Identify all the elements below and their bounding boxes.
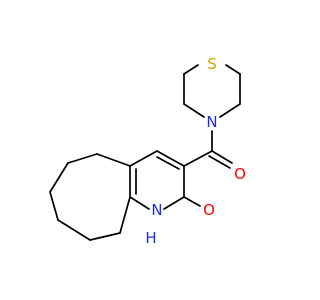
- ring-nitrogen-label: N: [206, 113, 217, 131]
- molecule-canvas: S N O H N O: [49, 55, 246, 247]
- bond-carbonyl-double-1: [211, 150, 233, 164]
- bond-c7-c8: [49, 191, 59, 221]
- bond-n1-c2: [163, 196, 185, 210]
- bond-s-c1: [183, 64, 199, 75]
- bond-c5-c6: [67, 153, 98, 164]
- lactam-oxygen-label: O: [203, 201, 215, 219]
- bond-c9a-n1: [129, 196, 150, 210]
- cycloheptane-ring: [49, 153, 131, 241]
- bond-c4a-c5: [96, 153, 131, 167]
- bond-c4-c4a: [129, 150, 158, 167]
- sulfur-atom-label: S: [207, 55, 217, 73]
- pyridinone-ring: [129, 150, 201, 210]
- amide-linker: [183, 130, 233, 169]
- bond-carbonyl-c-ring: [183, 150, 213, 167]
- bond-carbonyl-double-2: [208, 155, 231, 169]
- bond-c6-c7: [49, 162, 69, 193]
- bond-c9-c10: [89, 232, 121, 241]
- bond-n-c3: [219, 103, 241, 118]
- structure-diagram: S N O H N O: [49, 55, 246, 247]
- bond-c8-c9: [57, 219, 91, 241]
- bond-c2-n: [183, 103, 205, 118]
- carbonyl-oxygen-label: O: [234, 165, 246, 183]
- bond-c3-c4ring: [156, 150, 185, 167]
- bond-c3-c4ring-inner: [156, 156, 180, 170]
- bond-c4-s: [225, 64, 241, 75]
- thiomorpholine-ring: [183, 64, 241, 118]
- bond-c10-c9a: [119, 196, 131, 234]
- amide-n-label: N: [151, 201, 162, 219]
- bond-c2-o: [183, 196, 201, 207]
- amide-h-label: H: [145, 229, 156, 247]
